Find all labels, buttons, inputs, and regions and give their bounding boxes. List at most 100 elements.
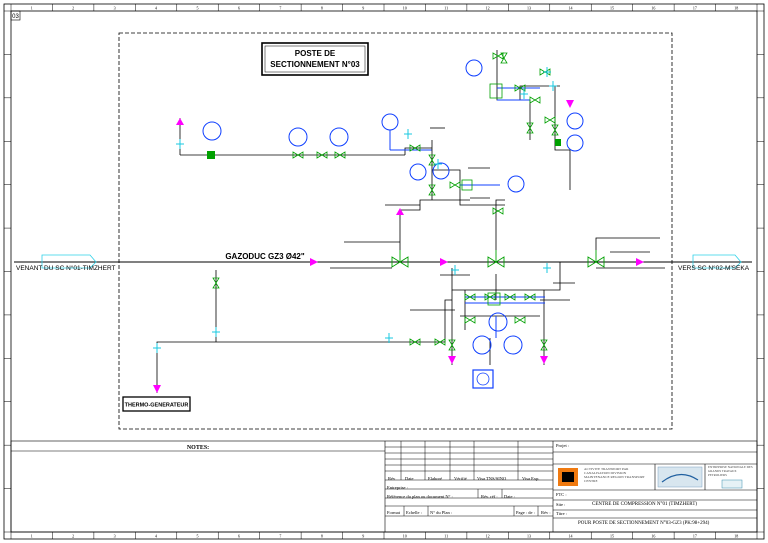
indicator-icon <box>434 159 442 169</box>
valve-icon <box>514 84 526 92</box>
ftc-label: FTC : <box>556 492 567 497</box>
upper-right-piping <box>430 50 571 206</box>
instrument-bubble <box>566 112 584 130</box>
instrument-bubble <box>507 175 525 193</box>
border-numbers: 1122334455667788991010111112121313141415… <box>31 6 739 539</box>
cyan-indicators <box>153 67 557 353</box>
valve-icon <box>500 52 508 64</box>
valve-icon <box>316 151 328 159</box>
tank-icon <box>472 369 494 389</box>
border-number: 17 <box>693 6 697 11</box>
flow-arrow-2 <box>440 258 448 266</box>
border-number: 11 <box>444 6 448 11</box>
border-number: 2 <box>72 534 74 539</box>
border-number: 13 <box>527 6 531 11</box>
valve-icon <box>434 338 446 346</box>
valve-icon <box>544 116 556 124</box>
instrument-bubble <box>409 163 427 181</box>
flow-arrow-6 <box>153 385 161 393</box>
rev-header-visa-exp: Visa Exp. <box>522 476 540 481</box>
border-number: 14 <box>569 6 573 11</box>
border-number: 9 <box>362 6 364 11</box>
valve-icon <box>449 181 461 189</box>
green-filter-1 <box>207 151 215 159</box>
projet-label: Projet : <box>556 443 570 448</box>
valve-icon <box>551 124 559 136</box>
border-number: 11 <box>444 534 448 539</box>
border-number: 5 <box>197 534 199 539</box>
page-label: Page : de : <box>516 510 535 515</box>
certification-logo <box>721 479 743 489</box>
border-number: 5 <box>197 6 199 11</box>
flow-arrow-7 <box>448 356 456 364</box>
titre-value: POUR POSTE DE SECTIONNEMENT N°03-GZ3 (PK… <box>578 521 710 526</box>
indicator-icon <box>543 263 551 273</box>
valve-symbols <box>212 52 559 351</box>
flow-arrow-9 <box>566 100 574 108</box>
green-filter-2 <box>555 139 561 146</box>
instrument-bubble <box>465 59 483 77</box>
sheet-number-box <box>10 10 21 21</box>
date-label: Date : <box>504 494 515 499</box>
border-number: 8 <box>321 6 323 11</box>
border-number: 4 <box>155 534 157 539</box>
border-number: 16 <box>651 534 655 539</box>
format-label: Format <box>387 510 400 515</box>
instrument-bubble <box>503 335 523 355</box>
instrument-bubble <box>288 127 308 147</box>
instrument-bubble <box>202 121 222 141</box>
entreprise-label: Entreprise : <box>387 485 408 490</box>
station-boundary <box>118 32 673 430</box>
rev-header-visa-tns: Visa TNS/SINO <box>477 476 507 481</box>
border-number: 7 <box>279 534 281 539</box>
site-value: CENTRE DE COMPRESSION N°01 (TIMZHERT) <box>592 502 698 507</box>
inner-frame <box>10 10 758 533</box>
flow-arrow-4 <box>396 208 404 215</box>
indicator-icon <box>404 129 412 139</box>
station-title-box <box>261 42 369 76</box>
control-valve-body <box>489 83 503 99</box>
station-title-line2: SECTIONNEMENT N°03 <box>270 60 360 69</box>
company-logo <box>558 468 578 486</box>
border-number: 18 <box>734 6 738 11</box>
pipeline-label: GAZODUC GZ3 Ø42" <box>225 252 305 261</box>
border-number: 2 <box>72 6 74 11</box>
border-number: 3 <box>114 534 116 539</box>
revision-table-grid <box>385 441 553 517</box>
sheet-number: 03 <box>12 14 19 20</box>
ref-plan-label: Référence du plan ou document N° : <box>387 494 453 499</box>
control-valve-body <box>487 292 501 306</box>
instrument-bubble <box>566 134 584 152</box>
valve-icon <box>464 316 476 324</box>
partner-text: ENTREPRISE NATIONALE DES GRANDS TRAVAUX … <box>708 465 753 477</box>
border-number: 16 <box>651 6 655 11</box>
rev-header-rev: Rév <box>388 476 396 481</box>
border-ticks <box>4 4 764 539</box>
rev-header-date: Date <box>405 476 414 481</box>
rev-ref-label: Rév. réf : <box>481 494 498 499</box>
valve-icon <box>524 293 536 301</box>
border-number: 1 <box>31 6 33 11</box>
border-number: 12 <box>486 534 490 539</box>
border-number: 3 <box>114 6 116 11</box>
border-number: 18 <box>734 534 738 539</box>
valve-icon <box>484 293 496 301</box>
border-number: 14 <box>569 534 573 539</box>
instrument-bubble <box>381 113 399 131</box>
border-number: 15 <box>610 6 614 11</box>
border-number: 9 <box>362 534 364 539</box>
border-number: 6 <box>238 6 240 11</box>
border-number: 13 <box>527 534 531 539</box>
instrument-bubble <box>329 127 349 147</box>
border-number: 4 <box>155 6 157 11</box>
border-number: 10 <box>403 6 407 11</box>
echelle-label: Echelle : <box>406 510 422 515</box>
valve-icon <box>409 338 421 346</box>
inlet-arrow <box>41 254 97 269</box>
titre-label: Titre : <box>556 511 567 516</box>
valve-icon <box>212 277 220 289</box>
flow-arrow-5 <box>176 118 184 125</box>
thermo-generator-label: THERMO-GENERATEUR <box>125 403 189 409</box>
border-number: 1 <box>31 534 33 539</box>
